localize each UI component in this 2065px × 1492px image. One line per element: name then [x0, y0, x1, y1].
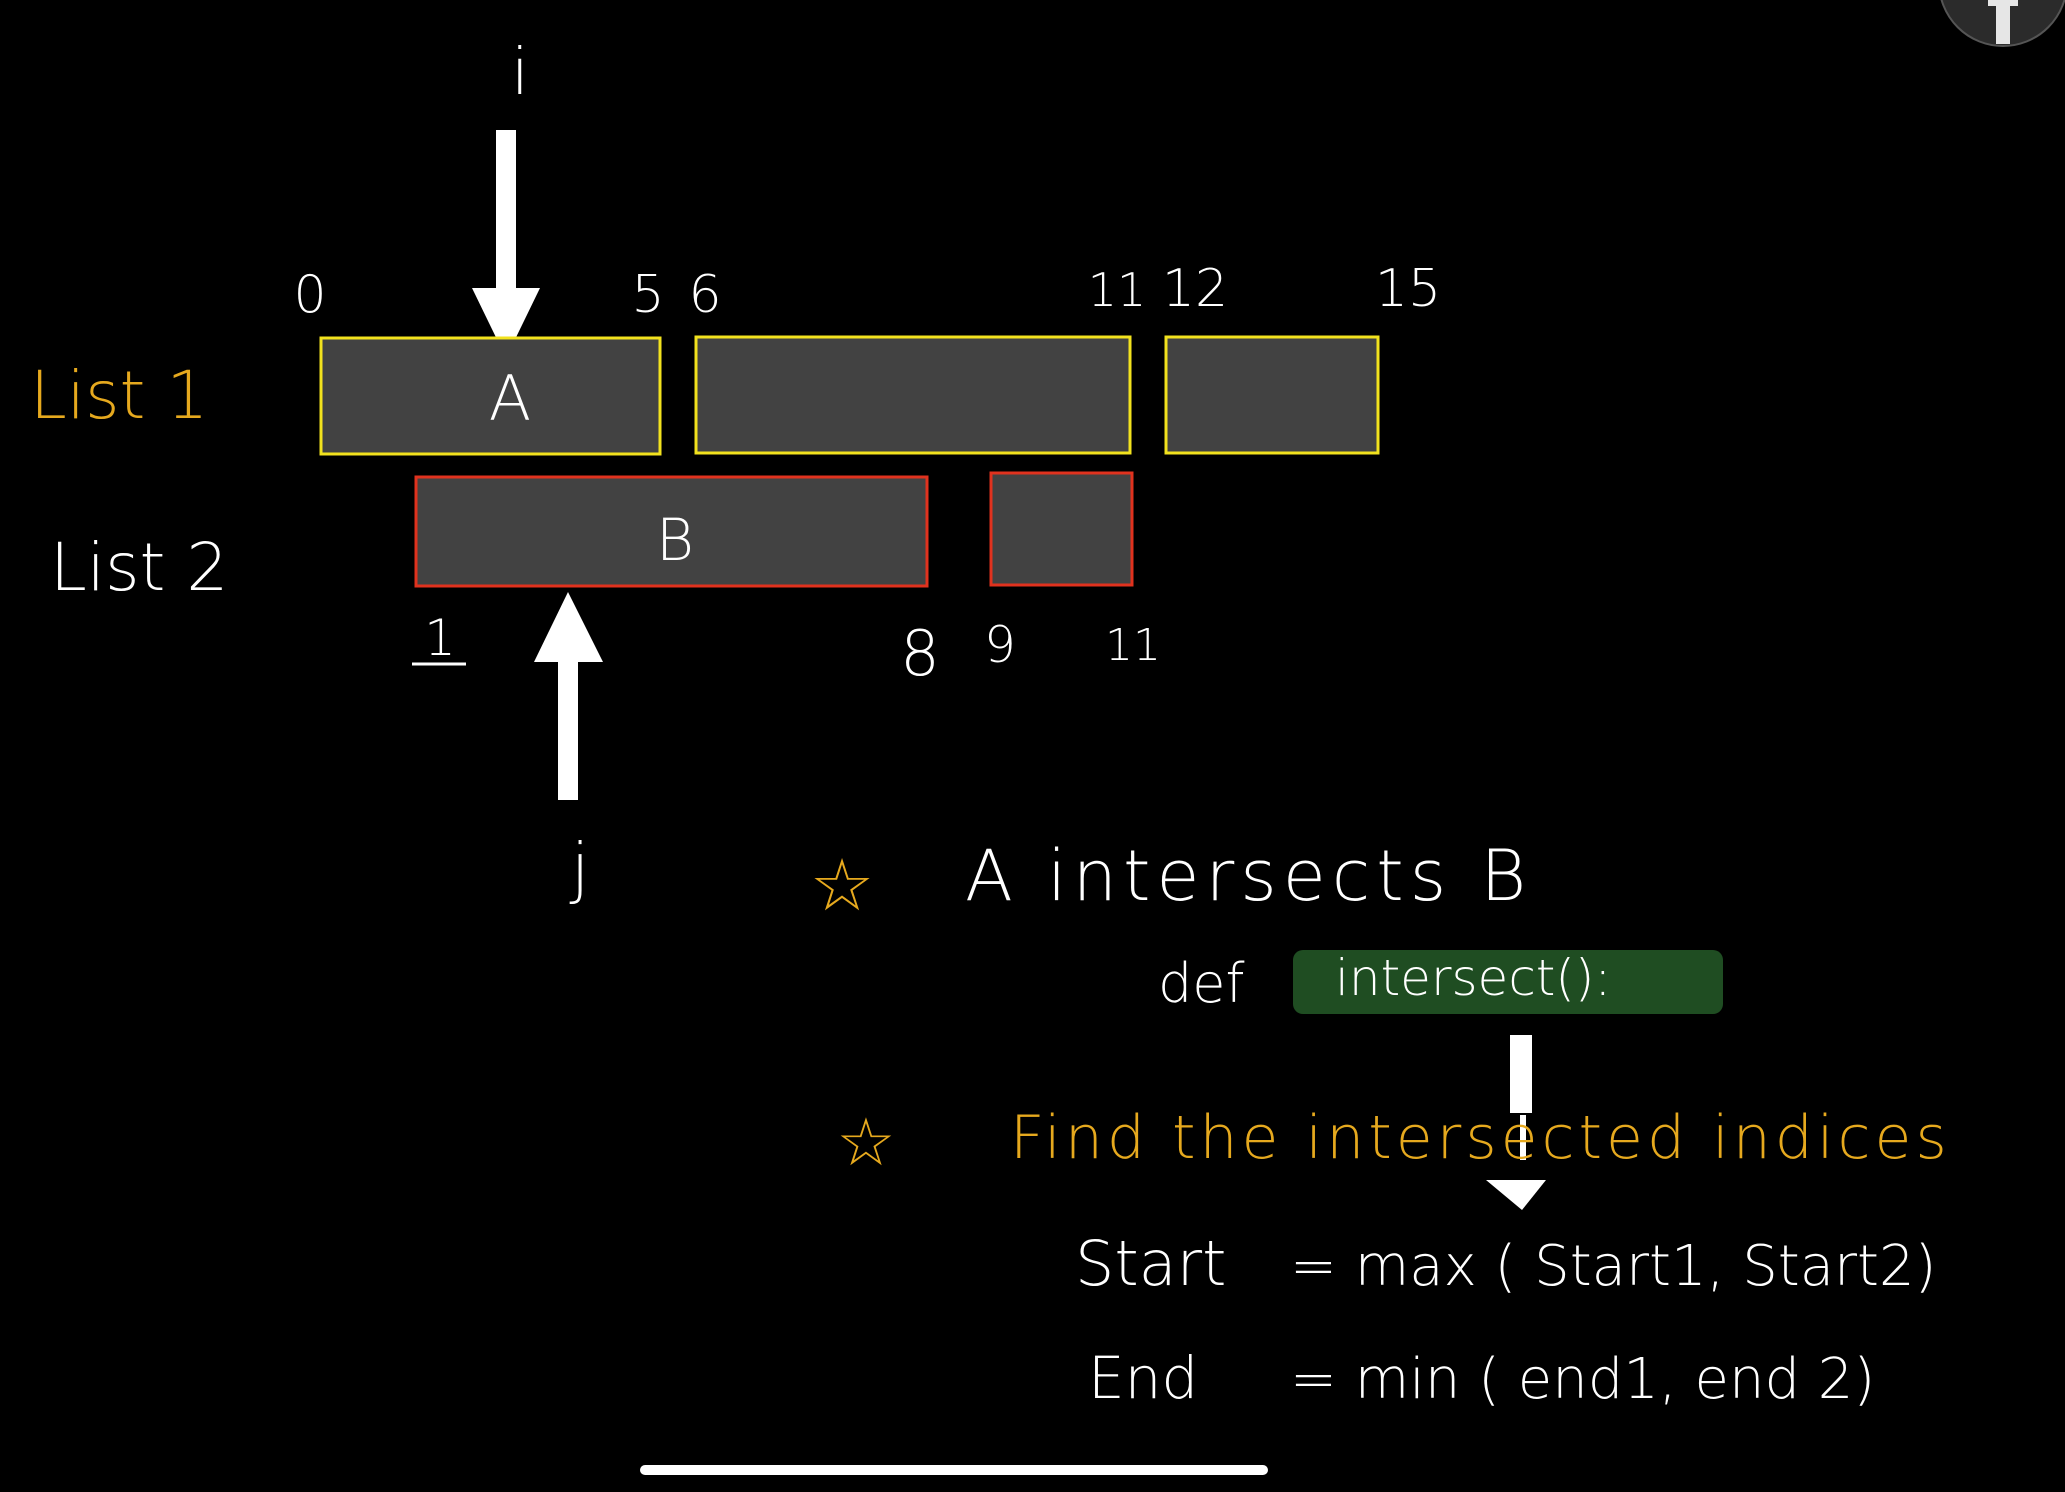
pointer-j-label: j: [569, 829, 589, 906]
list2-tick-9: 9: [984, 616, 1016, 674]
list2-block-2: [989, 471, 1134, 587]
list1-tick-11: 11: [1088, 263, 1147, 317]
start-formula: = max ( Start1, Start2): [1290, 1234, 1937, 1299]
def-function-name: intersect():: [1335, 949, 1611, 1007]
note-find-indices: Find the intersected indices: [1010, 1103, 1951, 1173]
list2-tick-1: 1: [424, 609, 456, 667]
def-keyword: def: [1158, 952, 1245, 1015]
end-label: End: [1088, 1344, 1198, 1412]
list1-tick-15: 15: [1375, 259, 1441, 319]
list2-tick-11: 11: [1105, 620, 1161, 671]
corner-button-icon[interactable]: [1939, 0, 2065, 47]
pointer-i-label: i: [511, 36, 529, 110]
list1-tick-0: 0: [293, 265, 326, 325]
block-b-label: B: [656, 506, 694, 574]
list1-label: List 1: [30, 357, 208, 434]
end-formula: = min ( end1, end 2): [1290, 1347, 1875, 1412]
list1-block-2: [694, 335, 1132, 455]
list1-tick-12: 12: [1162, 259, 1228, 319]
down-arrow-icon: [472, 130, 540, 358]
block-a-label: A: [489, 362, 531, 435]
list2-label: List 2: [50, 529, 228, 606]
star-icon: ☆: [810, 843, 875, 927]
star-icon-2: ☆: [836, 1104, 895, 1181]
note-a-intersects-b: A intersects B: [965, 835, 1532, 917]
start-label: Start: [1075, 1227, 1226, 1300]
code-highlight: [1293, 950, 1723, 1014]
list1-block-a: [319, 336, 662, 456]
list2-block-b: [414, 475, 929, 588]
up-arrow-icon: [534, 592, 603, 800]
home-indicator[interactable]: [640, 1465, 1268, 1475]
list1-tick-6: 6: [688, 265, 721, 325]
scribble-down-arrow-icon: [1486, 1035, 1546, 1210]
list1-block-3: [1164, 335, 1380, 455]
list2-tick-8: 8: [900, 617, 939, 690]
list1-tick-5: 5: [631, 265, 664, 325]
